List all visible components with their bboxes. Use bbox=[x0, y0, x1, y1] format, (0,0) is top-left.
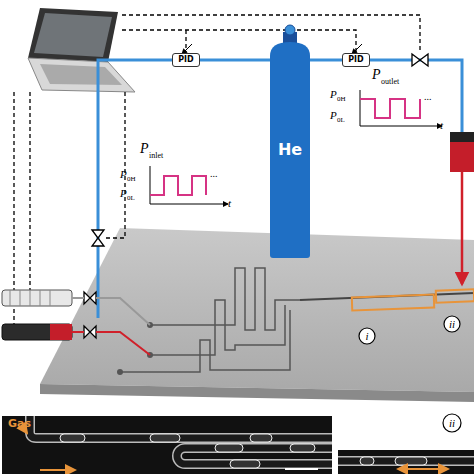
annotation-label: 0L bbox=[127, 195, 135, 202]
laptop-screen bbox=[28, 8, 118, 62]
outlet-line bbox=[461, 172, 464, 284]
gas-label: He bbox=[278, 142, 302, 158]
axis bbox=[150, 166, 228, 204]
reservoir bbox=[450, 142, 474, 172]
bubble bbox=[215, 444, 243, 452]
channel-wall bbox=[338, 456, 474, 466]
tubing bbox=[72, 332, 150, 355]
serpentine-channel bbox=[150, 300, 285, 355]
reservoir-cap bbox=[450, 132, 474, 142]
syringe-tip bbox=[50, 324, 72, 340]
inlet-hole bbox=[117, 369, 123, 375]
annotation-label: 0H bbox=[127, 176, 136, 183]
annotation-label: P bbox=[330, 89, 337, 100]
syringe-marks bbox=[10, 290, 50, 306]
annotation-label: t bbox=[228, 198, 231, 209]
bubble bbox=[290, 444, 315, 452]
channel bbox=[30, 416, 332, 464]
controller-label: PID bbox=[178, 56, 193, 64]
valve-symbol bbox=[84, 326, 96, 338]
cylinder-body bbox=[270, 42, 310, 258]
callout-circle: i bbox=[358, 327, 376, 345]
region-box bbox=[352, 295, 434, 311]
syringe bbox=[2, 324, 72, 340]
bubble bbox=[250, 434, 272, 442]
gas-line bbox=[310, 59, 342, 62]
annotation-label: Gas bbox=[8, 418, 31, 429]
callout-number: ii bbox=[449, 418, 455, 429]
micrograph bbox=[2, 416, 332, 474]
gas-line bbox=[200, 59, 270, 62]
circle-shape bbox=[443, 414, 461, 432]
square-wave bbox=[360, 99, 420, 118]
laptop-base bbox=[28, 58, 135, 92]
callout-number: i bbox=[365, 331, 368, 342]
annotation-label: inlet bbox=[149, 152, 163, 160]
cylinder-knob bbox=[285, 25, 295, 35]
channel-wall bbox=[30, 416, 332, 464]
tubing bbox=[72, 298, 150, 325]
callout-circle: ii bbox=[443, 315, 461, 333]
annotation-label: P bbox=[372, 68, 381, 82]
annotation-label: P bbox=[120, 169, 127, 180]
annotation-label: 0L bbox=[337, 117, 345, 124]
pid-controller: PID bbox=[172, 53, 200, 67]
region-box bbox=[436, 289, 474, 302]
annotation-label: P bbox=[140, 142, 149, 156]
gas-cylinder: He bbox=[270, 42, 310, 258]
bubble bbox=[150, 434, 180, 442]
gas-line bbox=[98, 60, 172, 318]
control-line bbox=[14, 15, 420, 325]
axis bbox=[360, 90, 442, 126]
gas-line bbox=[370, 60, 462, 134]
callout-circle: ii bbox=[442, 413, 462, 433]
valve-symbol bbox=[84, 292, 96, 304]
bubble bbox=[60, 434, 85, 442]
annotation-label: 0H bbox=[337, 96, 346, 103]
laptop-display bbox=[34, 13, 112, 57]
chip-edge bbox=[40, 384, 474, 402]
flow-arrow bbox=[40, 469, 75, 471]
annotation-label: outlet bbox=[381, 78, 399, 86]
bubble bbox=[395, 457, 427, 465]
annotation-label: P bbox=[120, 188, 127, 199]
annotation-label: P bbox=[330, 110, 337, 121]
scale-bar bbox=[285, 468, 318, 470]
bubble bbox=[360, 457, 374, 465]
bubble bbox=[230, 460, 260, 468]
valve-symbol bbox=[92, 230, 104, 246]
serpentine-channel bbox=[120, 310, 290, 372]
oscillation-arrow bbox=[398, 468, 448, 470]
annotation-label: ... bbox=[424, 92, 432, 102]
annotation-label: t bbox=[440, 120, 443, 131]
channel bbox=[338, 458, 474, 465]
micrograph bbox=[338, 450, 474, 474]
controller-label: PID bbox=[348, 56, 363, 64]
valve-symbol bbox=[412, 54, 428, 66]
laptop-keyboard bbox=[40, 64, 122, 85]
circle-shape bbox=[444, 316, 460, 332]
circle-shape bbox=[359, 328, 375, 344]
pid-controller: PID bbox=[342, 53, 370, 67]
callout-number: ii bbox=[449, 319, 455, 330]
annotation-label: ... bbox=[210, 169, 218, 179]
syringe bbox=[2, 290, 72, 306]
square-wave bbox=[150, 176, 206, 195]
chip-plate bbox=[40, 228, 474, 392]
